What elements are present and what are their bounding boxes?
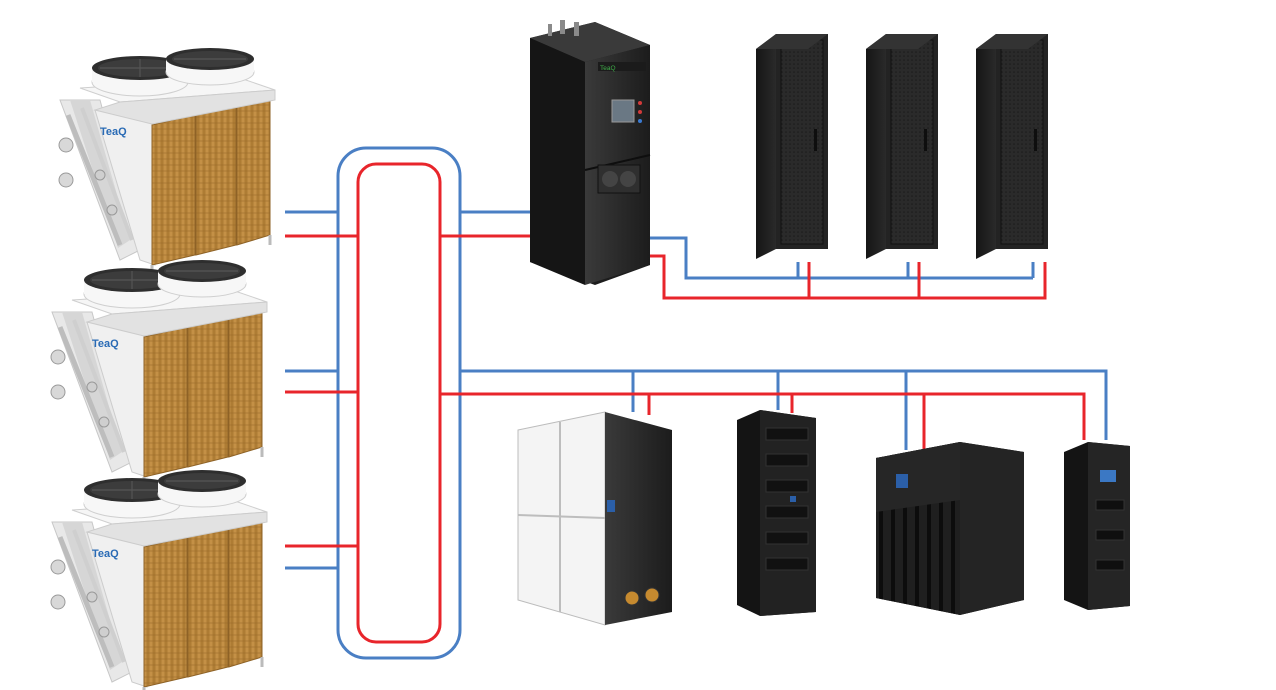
control-screen	[611, 99, 635, 123]
dry-cooler-1: TeaQ	[59, 48, 275, 275]
server-rack-3	[975, 33, 1049, 260]
brand-label: TeaQ	[100, 126, 127, 138]
return-pipes	[285, 146, 1108, 660]
server-rack-2	[865, 33, 939, 260]
brand-label: TeaQ	[92, 548, 119, 560]
supply-pipes	[285, 162, 1086, 644]
brand-label: TeaQ	[92, 338, 119, 350]
pump-cabinet: TeaQ	[530, 20, 651, 285]
cooling-unit-1	[517, 411, 672, 626]
server-rack-1	[755, 33, 829, 260]
brand-label: TeaQ	[600, 65, 616, 72]
dry-cooler-2: TeaQ	[51, 260, 267, 487]
cooling-unit-3	[876, 442, 1024, 615]
cooling-unit-2	[737, 410, 816, 616]
cooling-unit-4	[1064, 442, 1130, 610]
dry-cooler-3: TeaQ	[51, 470, 267, 690]
